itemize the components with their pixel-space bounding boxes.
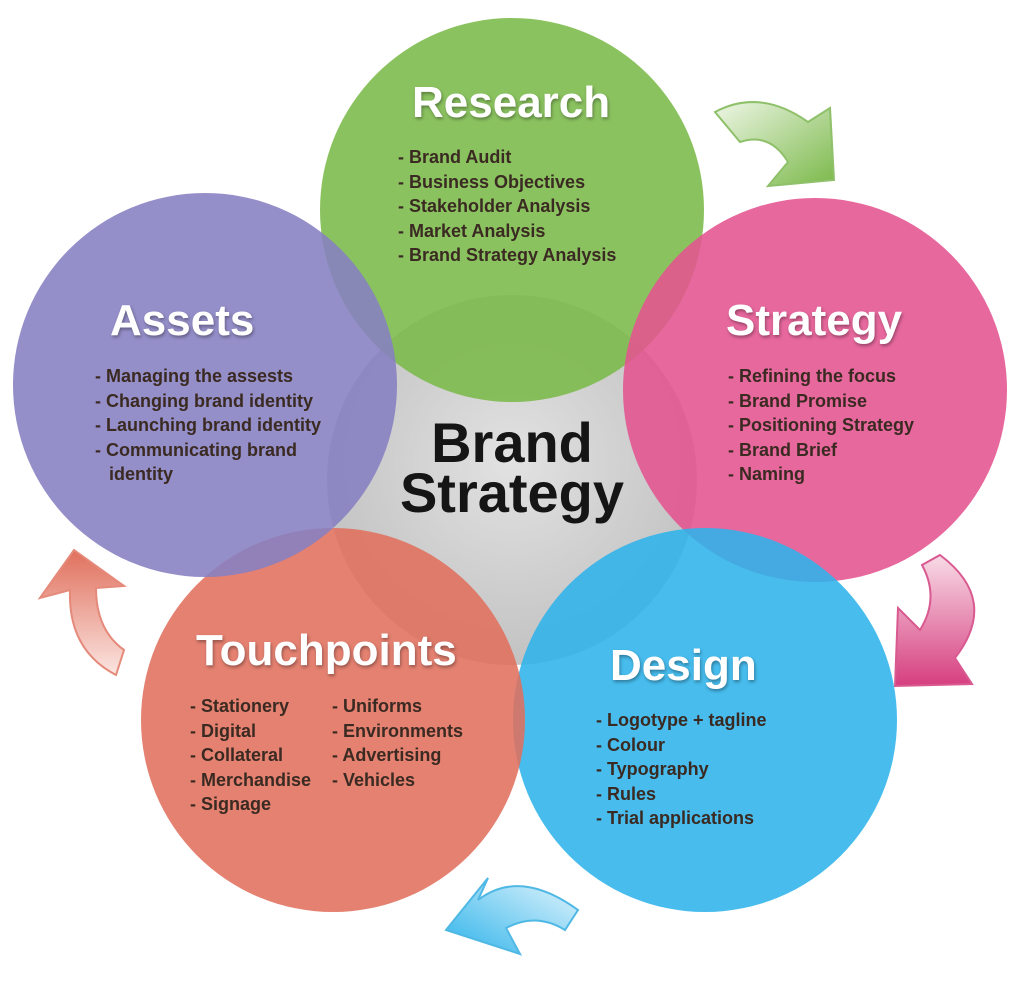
strategy-item: Brand Brief <box>728 438 914 463</box>
touchpoints-item: Vehicles <box>332 768 466 793</box>
assets-item: Changing brand identity <box>95 389 355 414</box>
touchpoints-item: Digital <box>190 719 314 744</box>
design-item: Logotype + tagline <box>596 708 767 733</box>
assets-list: Managing the assests Changing brand iden… <box>95 364 355 487</box>
touchpoints-list-col2: Uniforms Environments Advertising Vehicl… <box>332 694 466 792</box>
research-item: Business Objectives <box>398 170 616 195</box>
touchpoints-item: Collateral <box>190 743 314 768</box>
design-item: Rules <box>596 782 767 807</box>
assets-item: Communicating brand identity <box>95 438 334 487</box>
assets-item: Launching brand identity <box>95 413 355 438</box>
research-item: Stakeholder Analysis <box>398 194 616 219</box>
research-list: Brand Audit Business Objectives Stakehol… <box>398 145 616 268</box>
arrow-design-to-touchpoints-icon <box>444 877 580 956</box>
design-item: Typography <box>596 757 767 782</box>
research-item: Market Analysis <box>398 219 616 244</box>
touchpoints-item: Merchandise <box>190 768 314 793</box>
research-title: Research <box>412 78 611 127</box>
arrow-research-to-strategy-icon <box>713 101 836 188</box>
strategy-title: Strategy <box>726 296 903 345</box>
touchpoints-list-col1: Stationery Digital Collateral Merchandis… <box>190 694 314 817</box>
design-item: Trial applications <box>596 806 767 831</box>
touchpoints-item: Advertising <box>332 743 466 768</box>
design-item: Colour <box>596 733 767 758</box>
center-title-line2: Strategy <box>399 461 625 524</box>
design-list: Logotype + tagline Colour Typography Rul… <box>596 708 767 831</box>
strategy-item: Brand Promise <box>728 389 914 414</box>
touchpoints-title: Touchpoints <box>196 626 457 675</box>
strategy-list: Refining the focus Brand Promise Positio… <box>728 364 914 487</box>
strategy-item: Refining the focus <box>728 364 914 389</box>
strategy-item: Naming <box>728 462 914 487</box>
touchpoints-item: Environments <box>332 719 466 744</box>
touchpoints-item: Uniforms <box>332 694 466 719</box>
center-title-line1: Brand <box>431 411 593 474</box>
design-title: Design <box>610 641 757 690</box>
assets-title: Assets <box>110 296 255 345</box>
research-item: Brand Strategy Analysis <box>398 243 616 268</box>
center-title: Brand Strategy <box>362 411 662 524</box>
touchpoints-item: Stationery <box>190 694 314 719</box>
touchpoints-item: Signage <box>190 792 314 817</box>
assets-item: Managing the assests <box>95 364 355 389</box>
arrow-touchpoints-to-assets-icon <box>37 548 127 677</box>
research-item: Brand Audit <box>398 145 616 170</box>
strategy-item: Positioning Strategy <box>728 413 914 438</box>
arrow-strategy-to-design-icon <box>893 553 976 688</box>
